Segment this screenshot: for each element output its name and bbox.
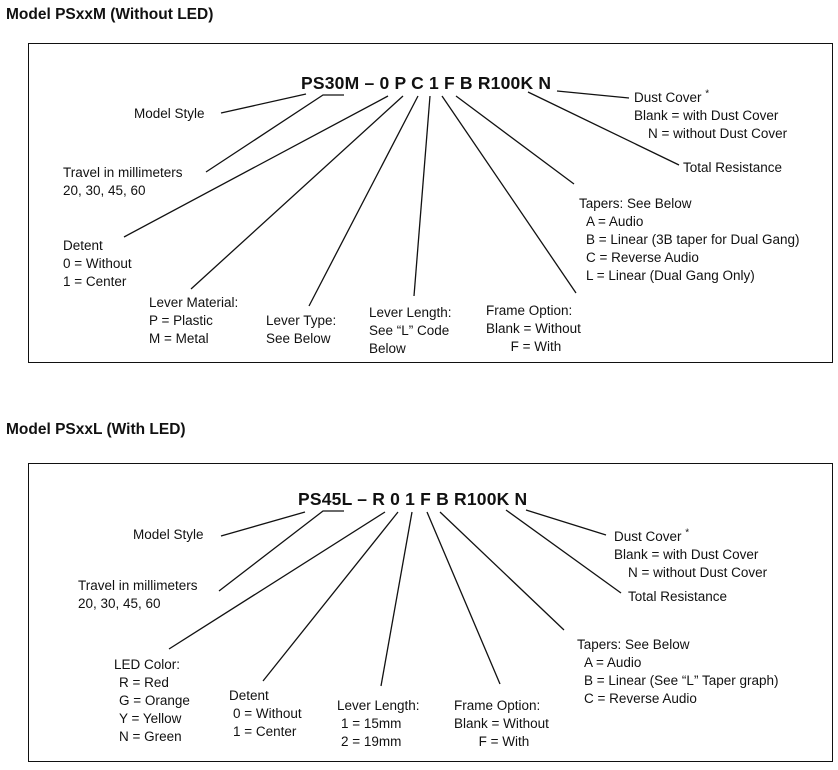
label-model-style: Model Style — [134, 106, 205, 121]
label-tapers: Tapers: See Below A = Audio B = Linear (… — [579, 196, 800, 283]
leader-line-detent — [123, 95, 389, 238]
part-number-psxxm: PS30M – 0 P C 1 F B R100K N — [301, 73, 551, 94]
leader-line-model-style — [220, 511, 306, 537]
label-tapers: Tapers: See Below A = Audio B = Linear (… — [577, 637, 779, 706]
leader-line-total-resistance — [505, 509, 622, 594]
leader-line-travel — [218, 510, 344, 592]
leader-line-lever-type — [308, 95, 419, 307]
leader-line-dust-cover — [525, 509, 607, 536]
part-number-prefix: PS — [301, 73, 325, 93]
leader-line-tapers — [439, 511, 565, 631]
label-lever-length: Lever Length: See “L” Code Below — [369, 305, 452, 356]
section-title-psxxl: Model PSxxL (With LED) — [6, 421, 186, 438]
label-detent: Detent 0 = Without 1 = Center — [63, 238, 132, 289]
leader-line-model-style — [220, 93, 307, 114]
label-dust-cover: Dust Cover * Blank = with Dust Cover N =… — [614, 527, 768, 580]
part-number-box-psxxm: PS30M – 0 P C 1 F B R100K N Model Style … — [28, 43, 833, 363]
label-lever-type: Lever Type: See Below — [266, 313, 337, 346]
label-lever-material: Lever Material: P = Plastic M = Metal — [149, 295, 239, 346]
part-number-psxxl: PS45L – R 0 1 F B R100K N — [298, 489, 527, 510]
part-number-rest: L – R 0 1 F B R100K N — [341, 489, 528, 509]
label-frame-option: Frame Option: Blank = Without F = With — [454, 698, 549, 749]
part-number-prefix: PS — [298, 489, 322, 509]
label-detent: Detent 0 = Without 1 = Center — [229, 688, 302, 739]
leader-line-lever-material — [190, 95, 404, 290]
leader-line-detent — [262, 511, 399, 682]
leader-lines-psxxl — [168, 509, 622, 687]
label-model-style: Model Style — [133, 527, 204, 542]
dust-cover-footnote-asterisk: * — [685, 527, 690, 539]
leader-line-frame-option — [441, 95, 577, 294]
leader-line-led-color — [168, 511, 386, 650]
leader-line-travel — [205, 94, 344, 173]
part-number-travel-code: 45 — [321, 489, 342, 509]
leader-lines-psxxm — [123, 90, 680, 307]
part-number-rest: M – 0 P C 1 F B R100K N — [344, 73, 552, 93]
leader-line-dust-cover — [556, 90, 630, 99]
label-travel: Travel in millimeters 20, 30, 45, 60 — [63, 165, 183, 198]
label-led-color: LED Color: R = Red G = Orange Y = Yellow… — [114, 657, 190, 744]
label-travel: Travel in millimeters 20, 30, 45, 60 — [78, 578, 198, 611]
label-frame-option: Frame Option: Blank = Without F = With — [486, 303, 581, 354]
label-dust-cover: Dust Cover * Blank = with Dust Cover N =… — [634, 88, 788, 141]
leader-line-lever-length — [413, 95, 431, 297]
label-lever-length: Lever Length: 1 = 15mm 2 = 19mm — [337, 698, 420, 749]
leader-line-total-resistance — [527, 91, 680, 166]
part-number-box-psxxl: PS45L – R 0 1 F B R100K N Model Style Tr… — [28, 463, 833, 762]
leader-line-frame-option — [426, 511, 501, 685]
label-total-resistance: Total Resistance — [628, 589, 728, 604]
leader-line-lever-length — [380, 511, 413, 687]
leader-line-tapers — [455, 95, 575, 185]
part-number-travel-code: 30 — [324, 73, 345, 93]
dust-cover-footnote-asterisk: * — [705, 88, 710, 100]
label-total-resistance: Total Resistance — [683, 160, 783, 175]
section-title-psxxm: Model PSxxM (Without LED) — [6, 6, 214, 23]
